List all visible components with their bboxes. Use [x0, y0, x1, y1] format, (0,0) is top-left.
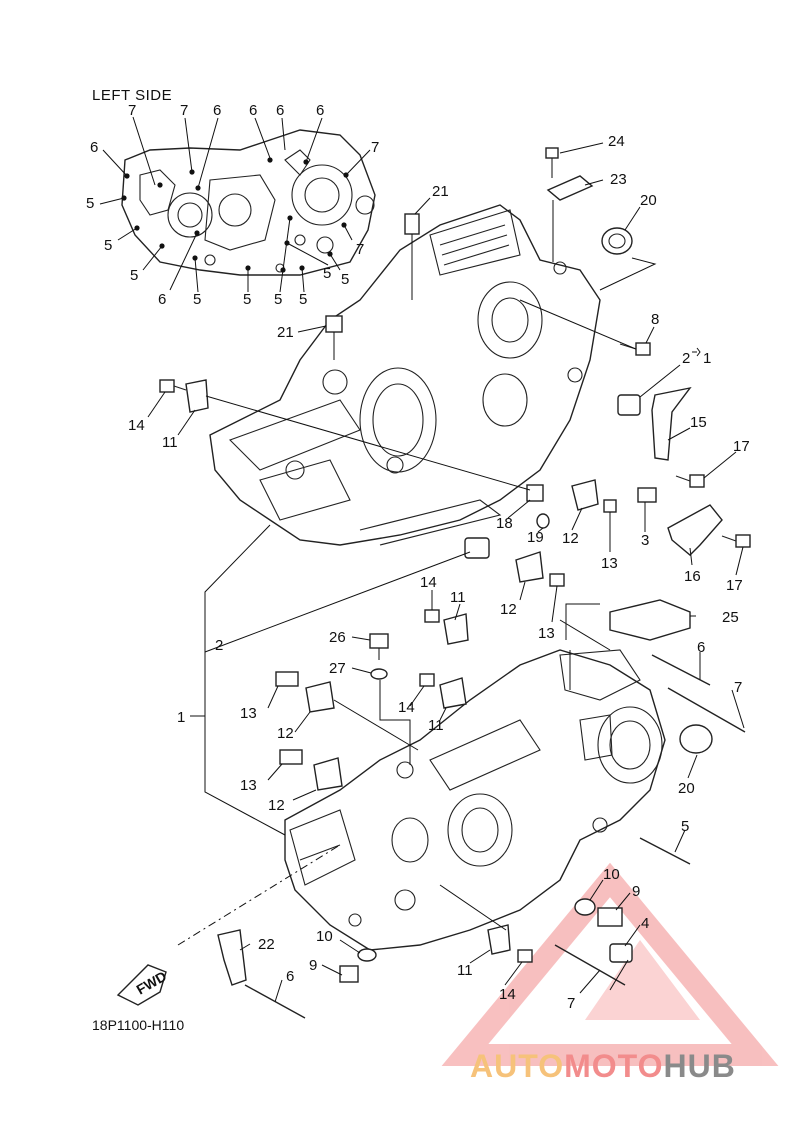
part-label: 23 [610, 171, 627, 188]
inset-label: 6 [90, 139, 98, 156]
watermark-logo-text: AUTOMOTOHUB [470, 1048, 736, 1085]
part-label: 8 [651, 311, 659, 328]
part-label: 3 [641, 532, 649, 549]
watermark-triangle-icon [441, 862, 779, 1066]
part-label: 25 [722, 609, 739, 626]
inset-label: 6 [249, 102, 257, 119]
part-label: 12 [277, 725, 294, 742]
part-label: 20 [640, 192, 657, 209]
part-label: 1 [177, 709, 185, 726]
inset-title: LEFT SIDE [92, 87, 172, 104]
part-label: 14 [499, 986, 516, 1003]
inset-label: 6 [158, 291, 166, 308]
part-label: 9 [632, 883, 640, 900]
inset-label: 5 [130, 267, 138, 284]
left-side-inset-drawing [121, 129, 376, 276]
part-label: 6 [697, 639, 705, 656]
part-label: 11 [450, 589, 466, 606]
inset-label: 5 [341, 271, 349, 288]
inset-label: 5 [104, 237, 112, 254]
inset-label: 7 [128, 102, 136, 119]
watermark-part-auto: AUTO [470, 1048, 565, 1084]
inset-label: 5 [193, 291, 201, 308]
part-label: 19 [527, 529, 544, 546]
diagram-labels: LEFT SIDE 7 7 6 6 6 6 7 6 5 5 5 6 5 5 5 … [86, 87, 750, 1033]
part-label: 16 [684, 568, 701, 585]
part-label: 13 [240, 777, 257, 794]
part-label: 24 [608, 133, 625, 150]
part-label: 9 [309, 957, 317, 974]
inset-label: 5 [86, 195, 94, 212]
part-label: 17 [726, 577, 743, 594]
part-label: 10 [316, 928, 333, 945]
part-label: 21 [432, 183, 449, 200]
inset-label: 7 [371, 139, 379, 156]
part-label: 13 [601, 555, 618, 572]
part-label: 12 [500, 601, 517, 618]
part-label: 17 [733, 438, 750, 455]
part-label: 13 [240, 705, 257, 722]
part-label: 18 [496, 515, 513, 532]
watermark-part-moto: MOTO [564, 1048, 664, 1084]
part-label: 12 [562, 530, 579, 547]
part-label: 26 [329, 629, 346, 646]
part-label: 11 [162, 434, 178, 451]
leader-lines [99, 116, 745, 1003]
part-label: 4 [641, 915, 649, 932]
part-label: 14 [128, 417, 145, 434]
small-parts [116, 147, 751, 1019]
part-label: 6 [286, 968, 294, 985]
watermark-part-hub: HUB [663, 1048, 736, 1084]
part-label: 14 [420, 574, 437, 591]
part-label: 12 [268, 797, 285, 814]
part-label: 1 [703, 350, 711, 367]
inset-label: 5 [323, 265, 331, 282]
part-label: 27 [329, 660, 346, 677]
inset-label: 7 [180, 102, 188, 119]
inset-label: 5 [243, 291, 251, 308]
inset-label: 6 [213, 102, 221, 119]
part-label: 13 [538, 625, 555, 642]
part-label: 14 [398, 699, 415, 716]
part-label: 7 [734, 679, 742, 696]
part-label: 20 [678, 780, 695, 797]
inset-label: 7 [356, 241, 364, 258]
part-label: 11 [457, 962, 473, 979]
inset-label: 5 [274, 291, 282, 308]
inset-label: 6 [276, 102, 284, 119]
lower-crankcase-drawing [284, 649, 666, 951]
part-label: 15 [690, 414, 707, 431]
part-label: 2 [215, 637, 223, 654]
part-label: 21 [277, 324, 294, 341]
part-label: 7 [567, 995, 575, 1012]
fwd-arrow-icon [116, 964, 167, 1006]
part-label: 22 [258, 936, 275, 953]
figure-code: 18P1100-H110 [92, 1017, 184, 1033]
part-label: 11 [428, 717, 444, 734]
upper-crankcase-drawing [209, 204, 601, 546]
part-label: 2 [682, 350, 690, 367]
part-label: 5 [681, 818, 689, 835]
inset-label: 6 [316, 102, 324, 119]
inset-label: 5 [299, 291, 307, 308]
part-label: 10 [603, 866, 620, 883]
